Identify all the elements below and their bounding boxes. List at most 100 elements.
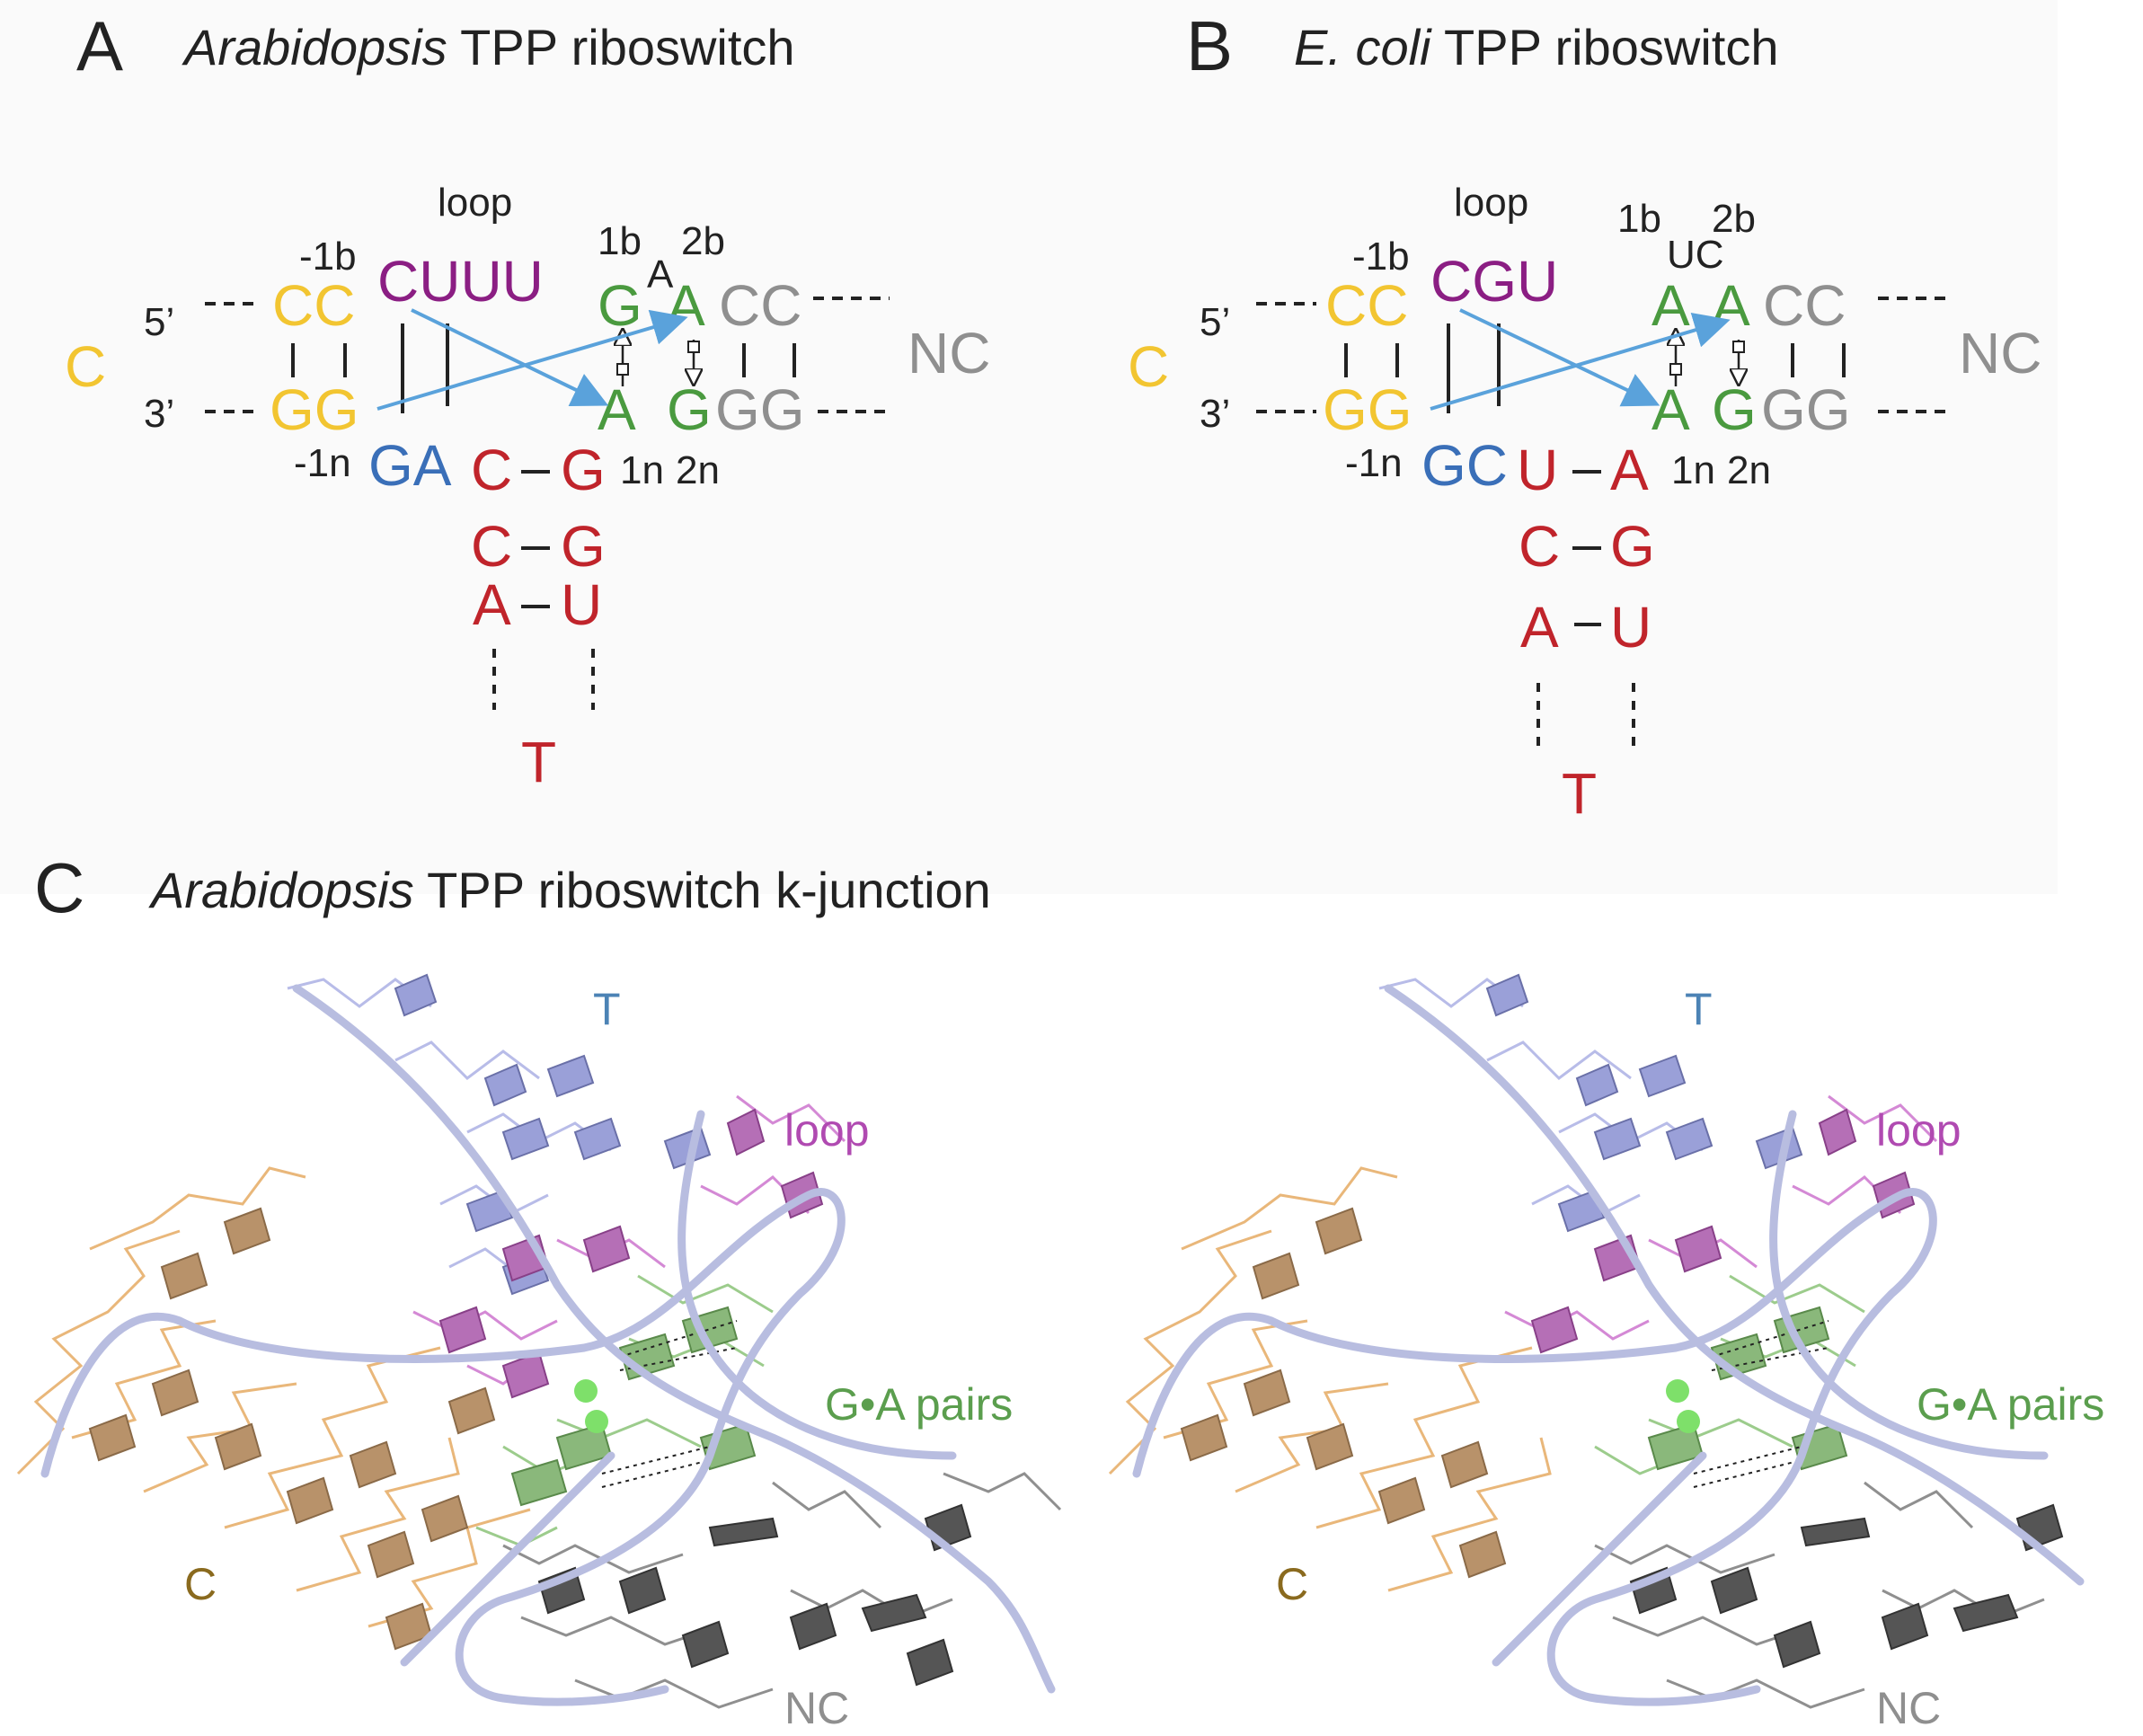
panel-b-bottom-gg-nc: GG bbox=[1761, 377, 1851, 442]
panel-c-title-rest: TPP riboswitch k-junction bbox=[414, 862, 991, 918]
panel-a-2b: 2b bbox=[681, 219, 725, 263]
stereo-left-c-label: C bbox=[184, 1559, 217, 1609]
panel-ab-background bbox=[0, 0, 2058, 894]
panel-b-blue-seq: GC bbox=[1421, 433, 1508, 498]
c-region-sticks bbox=[16, 1166, 531, 1628]
backbone-ribbon bbox=[1769, 1110, 2049, 1460]
panel-a-minus1n: -1n bbox=[294, 441, 351, 485]
panel-a-minus1b: -1b bbox=[299, 235, 357, 279]
ion-sphere bbox=[1677, 1410, 1700, 1433]
panel-a-top-a: A bbox=[667, 273, 705, 338]
stereo-right-nc-label: NC bbox=[1876, 1683, 1941, 1733]
backbone-ribbon bbox=[677, 1110, 957, 1460]
panel-a-t-right-3: U bbox=[561, 572, 602, 637]
panel-a-5prime: 5’ bbox=[144, 300, 174, 344]
panel-a-bulge: A bbox=[647, 252, 674, 297]
panel-b-t-left-1: U bbox=[1517, 438, 1558, 502]
panel-a-2n: 2n bbox=[676, 448, 720, 492]
backbone-ribbon bbox=[400, 1451, 615, 1667]
panel-a-title-rest: TPP riboswitch bbox=[447, 19, 795, 75]
panel-b-5prime: 5’ bbox=[1200, 300, 1230, 344]
panel-b-ga-square bbox=[1669, 363, 1682, 376]
backbone-ribbon bbox=[40, 1188, 846, 1706]
panel-a-1b: 1b bbox=[598, 219, 642, 263]
panel-b-top-a1: A bbox=[1652, 273, 1690, 338]
panel-a-t-left-3: A bbox=[473, 572, 511, 637]
panel-a-loop-seq: CUUU bbox=[377, 249, 544, 314]
panel-c-title: Arabidopsis TPP riboswitch k-junction bbox=[148, 862, 991, 918]
panel-b-letter: B bbox=[1186, 6, 1233, 85]
backbone-ribbon bbox=[292, 984, 1056, 1694]
stereo-right-t-label: T bbox=[1685, 984, 1713, 1034]
panel-b-t-right-3: U bbox=[1610, 595, 1652, 660]
panel-a-ga-square bbox=[616, 363, 629, 376]
panel-a-top-cc-nc: CC bbox=[719, 273, 801, 338]
panel-a-top-cc: CC bbox=[272, 273, 355, 338]
backbone-ribbon bbox=[1492, 1451, 1707, 1667]
panel-b-2b: 2b bbox=[1712, 197, 1756, 241]
panel-a-bottom-a: A bbox=[598, 377, 636, 442]
panel-a-3prime: 3’ bbox=[144, 392, 174, 436]
panel-a-nc-label: NC bbox=[908, 321, 990, 385]
panel-b-t-left-2: C bbox=[1519, 514, 1560, 579]
stereo-right-ga-label: G•A pairs bbox=[1917, 1379, 2104, 1430]
panel-b-top-cc-nc: CC bbox=[1763, 273, 1846, 338]
panel-a-1n: 1n bbox=[620, 448, 664, 492]
loop-region-bases bbox=[1530, 1108, 1916, 1354]
c-region-bases bbox=[1180, 1207, 1507, 1579]
panel-b-1n: 1n bbox=[1671, 448, 1715, 492]
panel-a-title: Arabidopsis TPP riboswitch bbox=[182, 19, 795, 75]
panel-a-letter: A bbox=[76, 6, 123, 85]
panel-a-t-label: T bbox=[521, 730, 556, 794]
panel-b-minus1b: -1b bbox=[1352, 235, 1410, 279]
panel-a-loop-label: loop bbox=[438, 181, 512, 225]
stereo-image-left: T loop G•A pairs C NC bbox=[16, 973, 1062, 1733]
ga-region-bases bbox=[510, 1306, 757, 1507]
panel-a-t-left-2: C bbox=[471, 514, 512, 579]
panel-c: C Arabidopsis TPP riboswitch k-junction bbox=[16, 848, 2104, 1733]
panel-b-t-right-2: G bbox=[1610, 514, 1655, 579]
panel-a-c-label: C bbox=[65, 334, 106, 399]
backbone-ribbon bbox=[1384, 984, 2085, 1586]
ion-sphere bbox=[1666, 1379, 1689, 1403]
panel-a-top-g: G bbox=[598, 273, 642, 338]
panel-b-arrow-top-to-bottom bbox=[1459, 308, 1660, 407]
panel-a-t-right-1: G bbox=[561, 438, 606, 502]
c-region-bases bbox=[88, 1207, 496, 1651]
stereo-left-ga-label: G•A pairs bbox=[825, 1379, 1013, 1430]
stereo-left-loop-label: loop bbox=[784, 1105, 870, 1156]
panel-a-arrow-top-to-bottom bbox=[411, 308, 609, 407]
panel-a-ga-square bbox=[687, 341, 700, 353]
panel-b-loop-seq: CGU bbox=[1430, 249, 1558, 314]
panel-b-top-a2: A bbox=[1712, 273, 1750, 338]
panel-b-nc-label: NC bbox=[1959, 321, 2041, 385]
panel-a-t-right-2: G bbox=[561, 514, 606, 579]
stereo-right-loop-label: loop bbox=[1876, 1105, 1961, 1156]
panel-b-t-left-3: A bbox=[1520, 595, 1559, 660]
stereo-image-right: T loop G•A pairs C NC bbox=[1108, 973, 2104, 1733]
nc-region-bases bbox=[1629, 1503, 2064, 1669]
panel-b-2n: 2n bbox=[1727, 448, 1771, 492]
panel-b-loop-label: loop bbox=[1454, 181, 1528, 225]
panel-a-bottom-gg: GG bbox=[270, 377, 359, 442]
stereo-right-c-label: C bbox=[1276, 1559, 1308, 1609]
panel-b-c-label: C bbox=[1128, 334, 1169, 399]
panel-b-top-cc: CC bbox=[1325, 273, 1408, 338]
panel-b-bulge: UC bbox=[1667, 233, 1724, 277]
panel-b-title-italic: E. coli bbox=[1294, 19, 1432, 75]
panel-a-arrow-bottom-to-top bbox=[376, 309, 688, 411]
panel-b-1b: 1b bbox=[1617, 197, 1661, 241]
hbond-lines bbox=[601, 1320, 738, 1488]
panel-a-bottom-g: G bbox=[667, 377, 712, 442]
panel-a-title-italic: Arabidopsis bbox=[182, 19, 447, 75]
hbond-lines bbox=[1693, 1320, 1829, 1488]
panel-b: B E. coli TPP riboswitch loop -1b 1b 2b … bbox=[1128, 6, 2041, 826]
nc-region-sticks bbox=[502, 1472, 1062, 1709]
ion-sphere bbox=[585, 1410, 608, 1433]
panel-a-bottom-gg-nc: GG bbox=[715, 377, 805, 442]
panel-b-bottom-g: G bbox=[1712, 377, 1757, 442]
c-region-sticks bbox=[1108, 1166, 1552, 1592]
panel-c-letter: C bbox=[34, 848, 84, 927]
